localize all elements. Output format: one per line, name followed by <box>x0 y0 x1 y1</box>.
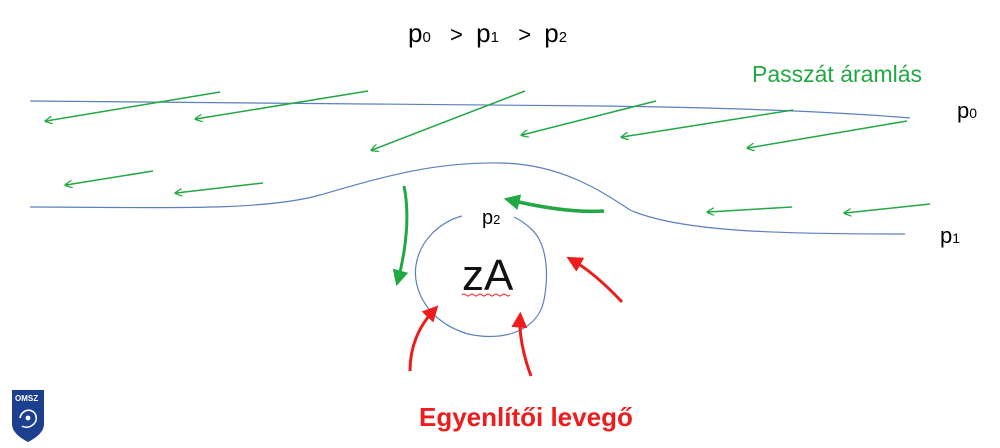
equatorial-air-arrow <box>408 305 439 372</box>
trade-wind-arrow <box>46 91 221 121</box>
convergence-arrow-west <box>503 194 605 214</box>
trade-wind-arrow <box>522 100 657 135</box>
equatorial-air-label: Egyenlítői levegő <box>419 402 633 432</box>
relation-p0: p <box>408 18 422 48</box>
relation-p2-sub: 2 <box>559 29 567 46</box>
isobar-label-p1: p1 <box>940 223 960 248</box>
trade-wind-arrow <box>176 182 264 193</box>
relation-op1: > <box>450 22 463 47</box>
trade-wind-arrow <box>66 170 154 185</box>
relation-p2: p <box>544 18 558 48</box>
relation-op2: > <box>518 22 531 47</box>
pressure-relation: p0 > p1 > p2 <box>408 18 567 48</box>
isobar-label-p2: p2 <box>482 207 500 229</box>
isobar-label-p0: p0 <box>957 98 977 123</box>
trade-wind-arrow <box>748 120 908 148</box>
isobar-p2 <box>414 215 547 337</box>
omsz-logo: OMSZ <box>12 390 44 442</box>
trade-wind-label: Passzát áramlás <box>752 61 922 87</box>
equatorial-air-arrow <box>511 311 533 377</box>
center-label: zA <box>462 251 514 300</box>
trade-wind-arrow <box>196 90 369 119</box>
convergence-arrow-down <box>392 185 409 287</box>
relation-p1-sub: 1 <box>491 29 499 46</box>
relation-p1: p <box>476 18 490 48</box>
spell-underline <box>461 293 511 297</box>
trade-wind-arrow <box>845 203 931 213</box>
trade-wind-arrow <box>622 109 794 137</box>
logo-text: OMSZ <box>15 394 38 403</box>
trade-wind-arrow <box>708 206 793 212</box>
trade-wind-arrow <box>372 90 526 150</box>
relation-p0-sub: 0 <box>422 29 430 46</box>
isobar-p1 <box>29 162 906 235</box>
equatorial-air-arrow <box>566 256 624 304</box>
isobar-p0 <box>29 100 911 119</box>
